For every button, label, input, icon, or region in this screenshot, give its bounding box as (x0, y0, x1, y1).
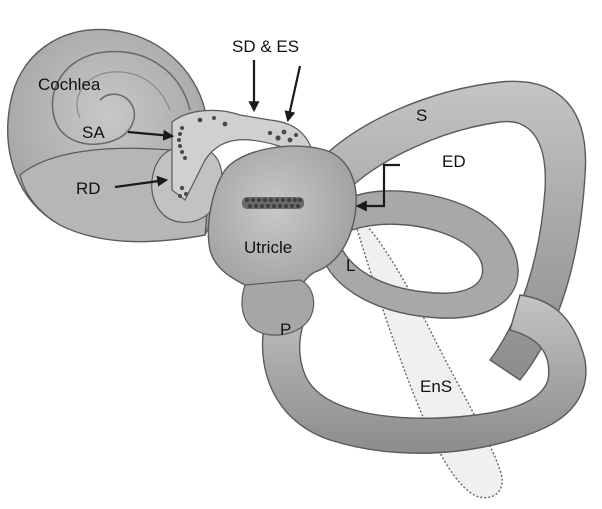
label-s: S (416, 106, 427, 125)
label-l: L (346, 256, 355, 275)
label-rd: RD (76, 179, 101, 198)
utricular-macula (242, 197, 304, 209)
es-arrow (288, 66, 300, 120)
label-sa: SA (82, 123, 105, 142)
utricle (208, 146, 356, 302)
label-sd-es: SD & ES (232, 37, 299, 56)
label-utricle: Utricle (244, 238, 292, 257)
label-ed: ED (442, 152, 466, 171)
label-cochlea: Cochlea (38, 75, 101, 94)
posterior-ampulla (242, 280, 314, 335)
label-p: P (280, 320, 291, 339)
label-ens: EnS (420, 377, 452, 396)
